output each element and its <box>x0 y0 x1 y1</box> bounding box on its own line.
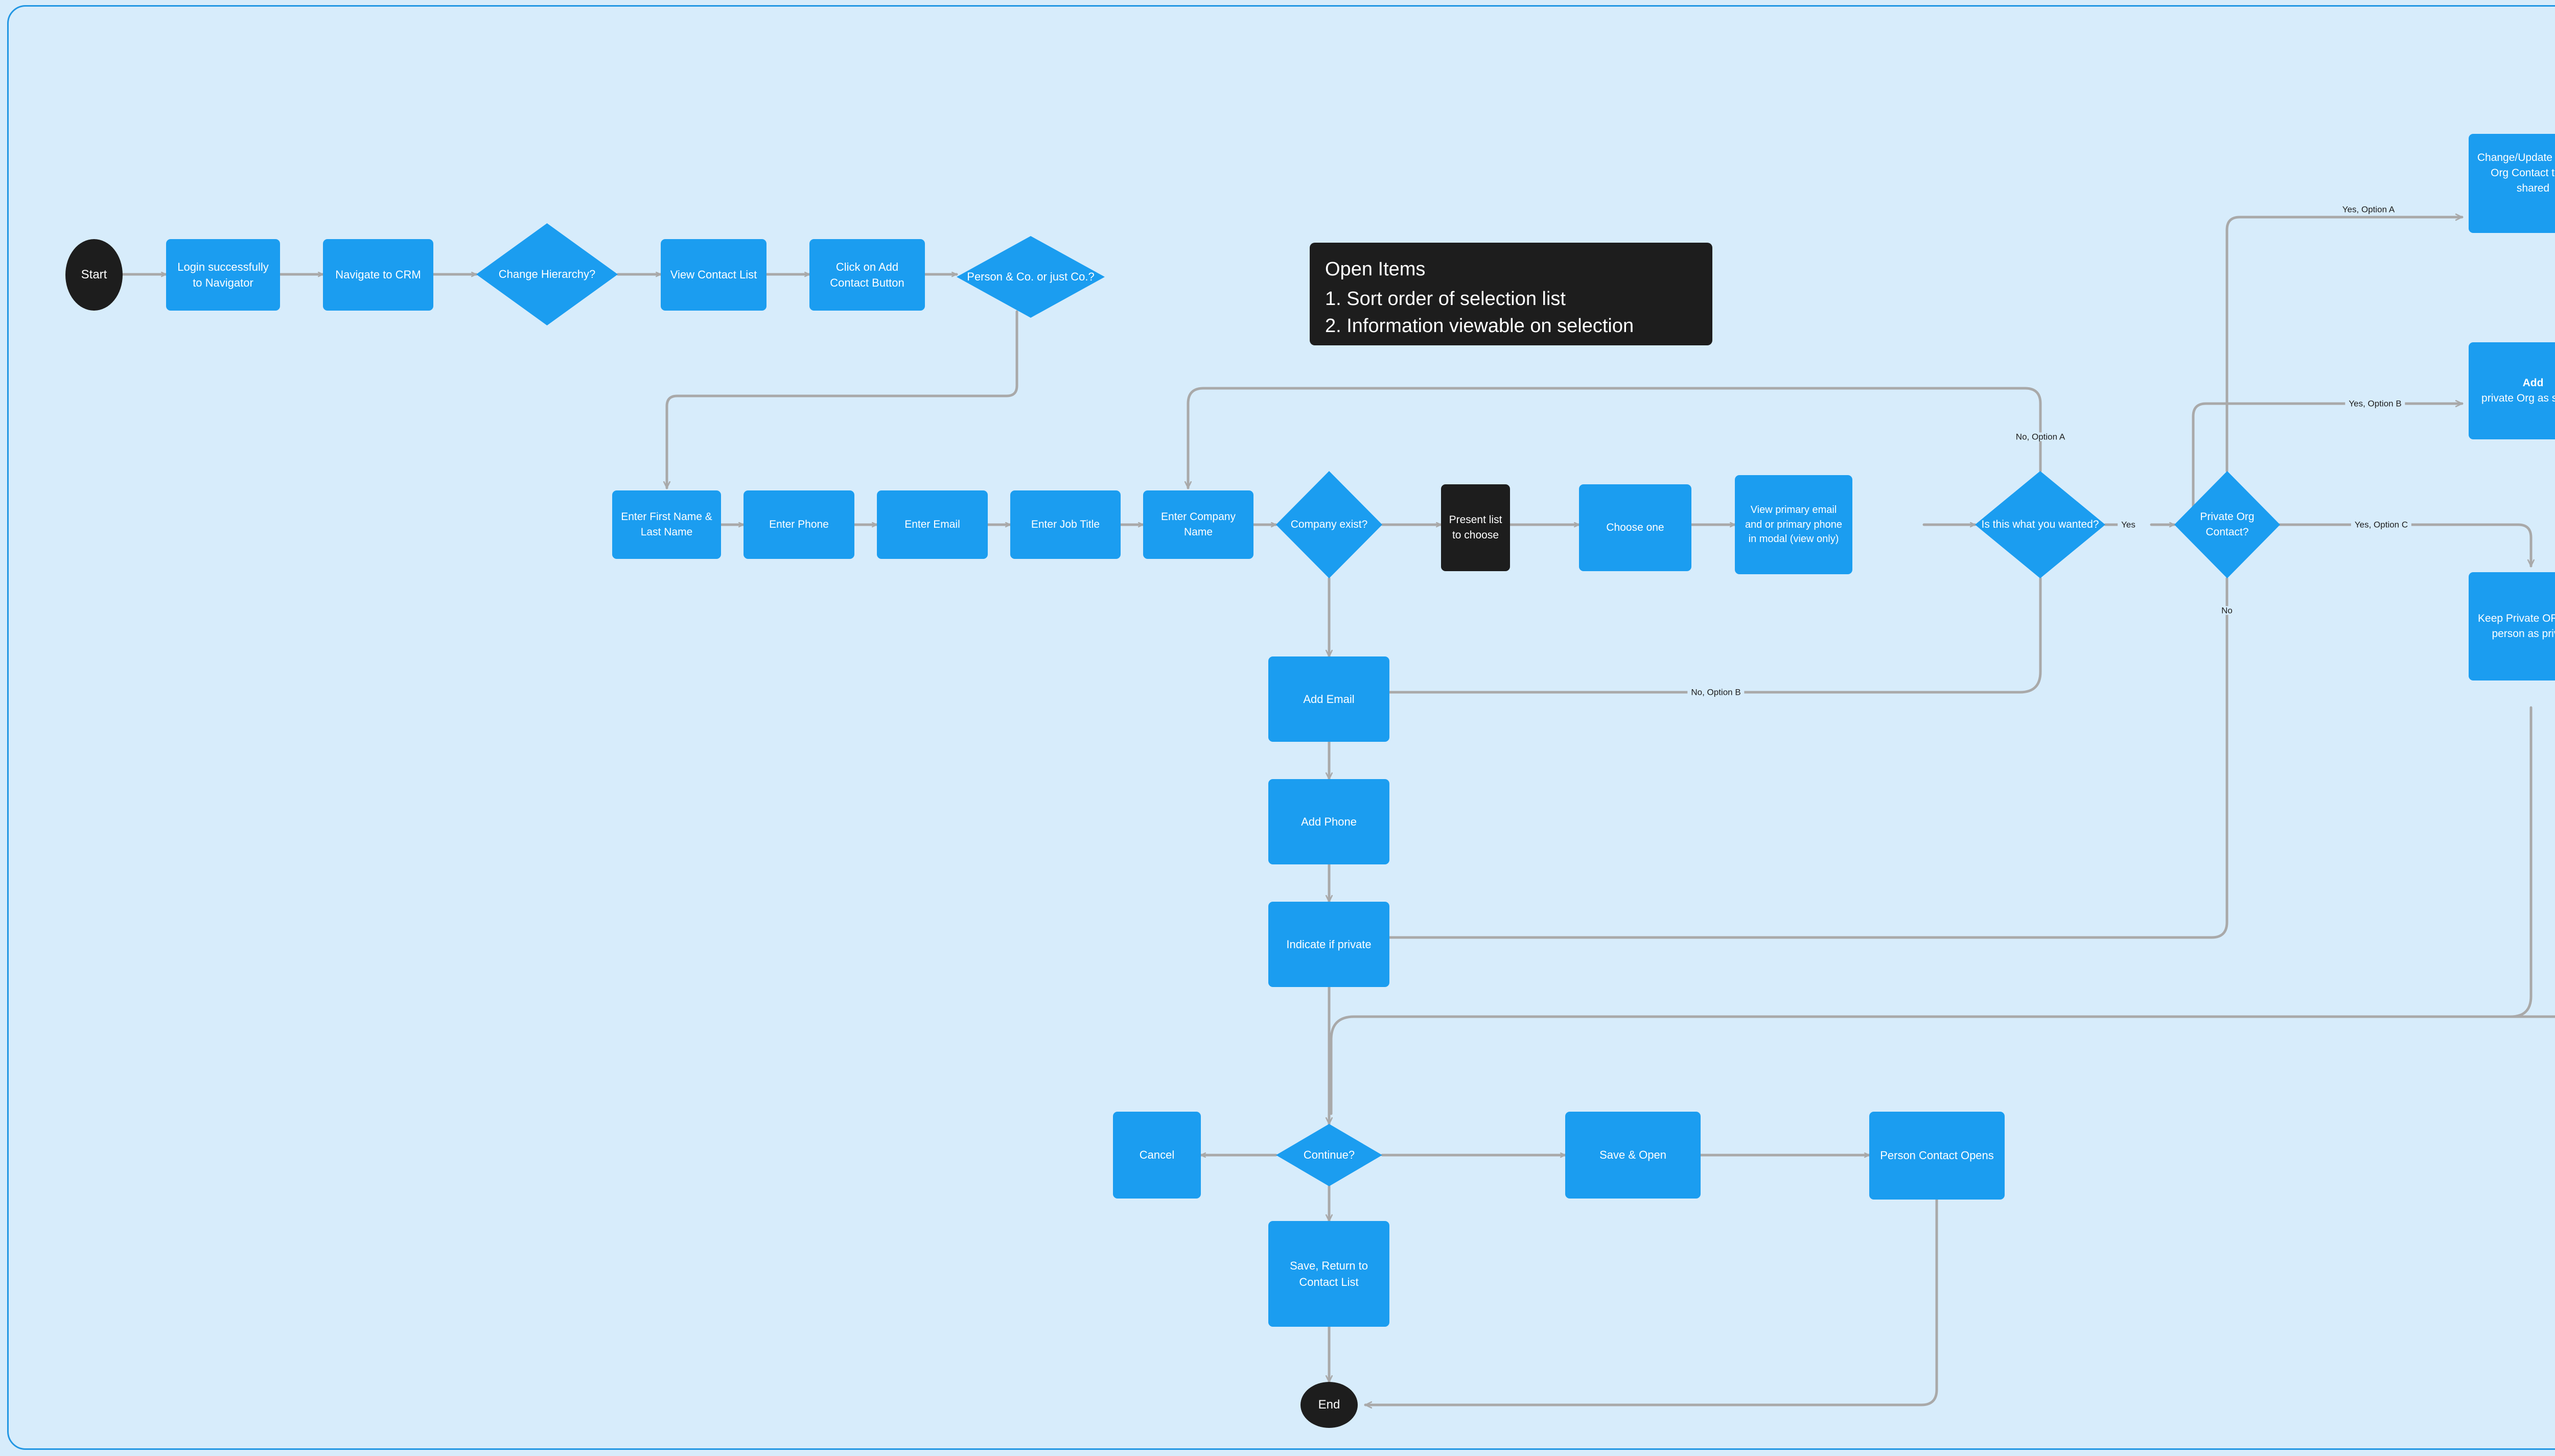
node-person-and-co-or-just-co[interactable]: Person & Co. or just Co.? <box>957 236 1105 318</box>
node-end[interactable]: End <box>1300 1382 1358 1428</box>
node-label: Company exist? <box>1290 519 1368 531</box>
node-view-contact-list[interactable]: View Contact List <box>661 239 766 311</box>
edge-label-yes-option-c: Yes, Option C <box>2351 520 2412 529</box>
node-choose-one[interactable]: Choose one <box>1579 484 1691 571</box>
edge-privateorg-yesoptiona <box>2225 217 2464 473</box>
node-label-bold: Add <box>2522 377 2544 389</box>
node-start[interactable]: Start <box>65 239 123 311</box>
node-label: Continue? <box>1303 1148 1355 1162</box>
node-is-this-what-you-wanted[interactable]: Is this what you wanted? <box>1975 471 2105 578</box>
node-private-org-contact[interactable]: Private Org Contact? <box>2174 471 2280 578</box>
edge-privateorg-no <box>1358 577 2228 937</box>
node-navigate-to-crm[interactable]: Navigate to CRM <box>323 239 433 311</box>
edge-isthis-nooptiona <box>1188 387 2042 489</box>
node-save-return-to-contact-list[interactable]: Save, Return to Contact List <box>1268 1221 1389 1327</box>
node-login-successfully[interactable]: Login successfully to Navigator <box>166 239 280 311</box>
node-person-contact-opens[interactable]: Person Contact Opens <box>1869 1112 2005 1200</box>
open-items-note: Open Items 1. Sort order of selection li… <box>1310 243 1712 345</box>
edge-label-yes: Yes <box>2118 520 2139 529</box>
node-enter-phone[interactable]: Enter Phone <box>744 490 854 559</box>
node-enter-email[interactable]: Enter Email <box>877 490 988 559</box>
node-enter-first-last-name[interactable]: Enter First Name & Last Name <box>612 490 721 559</box>
node-company-exist[interactable]: Company exist? <box>1276 471 1382 578</box>
open-items-item-2: 2. Information viewable on selection <box>1325 315 1634 337</box>
open-items-title: Open Items <box>1325 259 1426 280</box>
edge-isthis-nooptionb <box>1358 577 2042 692</box>
node-add-private-org-as-shared[interactable]: Add private Org as shared <box>2469 342 2555 439</box>
node-add-email[interactable]: Add Email <box>1268 656 1389 742</box>
edge-label-yes-option-b: Yes, Option B <box>2345 399 2405 408</box>
node-change-update-private-org-contact[interactable]: Change/Update Private Org Contact to be … <box>2469 134 2555 233</box>
node-view-primary-email-phone[interactable]: View primary email and or primary phone … <box>1735 475 1852 574</box>
edge-label-yes-option-a: Yes, Option A <box>2338 205 2399 214</box>
node-enter-job-title[interactable]: Enter Job Title <box>1010 490 1121 559</box>
node-present-list-to-choose[interactable]: Present list to choose <box>1441 484 1510 571</box>
node-cancel[interactable]: Cancel <box>1113 1112 1201 1199</box>
edge-privateorg-yesoptionc <box>2259 523 2531 568</box>
edge-personco-entername <box>667 310 1018 489</box>
edge-personcontact-end <box>1364 1198 1938 1405</box>
node-change-hierarchy[interactable]: Change Hierarchy? <box>476 223 618 325</box>
node-continue[interactable]: Continue? <box>1276 1124 1382 1186</box>
node-label: Private Org Contact? <box>2200 511 2255 538</box>
node-enter-company-name[interactable]: Enter Company Name <box>1143 490 1253 559</box>
open-items-item-1: 1. Sort order of selection list <box>1325 288 1566 310</box>
node-label-rest: private Org as shared <box>2481 392 2555 404</box>
edge-label-no-option-a: No, Option A <box>2012 432 2069 441</box>
node-label: Person & Co. or just Co.? <box>967 270 1095 284</box>
edge-keepprivateorg-return <box>2509 706 2533 1018</box>
node-save-and-open[interactable]: Save & Open <box>1565 1112 1701 1199</box>
node-label: Change Hierarchy? <box>498 268 596 281</box>
node-indicate-if-private[interactable]: Indicate if private <box>1268 902 1389 987</box>
edge-label-no-option-b: No, Option B <box>1687 688 1745 697</box>
node-label: Is this what you wanted? <box>1981 519 2099 531</box>
node-add-phone[interactable]: Add Phone <box>1268 779 1389 864</box>
edge-changeupdate-return <box>1330 1015 2555 1115</box>
node-keep-private-org-add-person-private[interactable]: Keep Private ORG Add person as private <box>2469 572 2555 680</box>
edge-privateorg-yesoptionb <box>2192 404 2464 526</box>
node-click-add-contact-button[interactable]: Click on Add Contact Button <box>809 239 925 311</box>
edge-label-no: No <box>2218 606 2236 615</box>
